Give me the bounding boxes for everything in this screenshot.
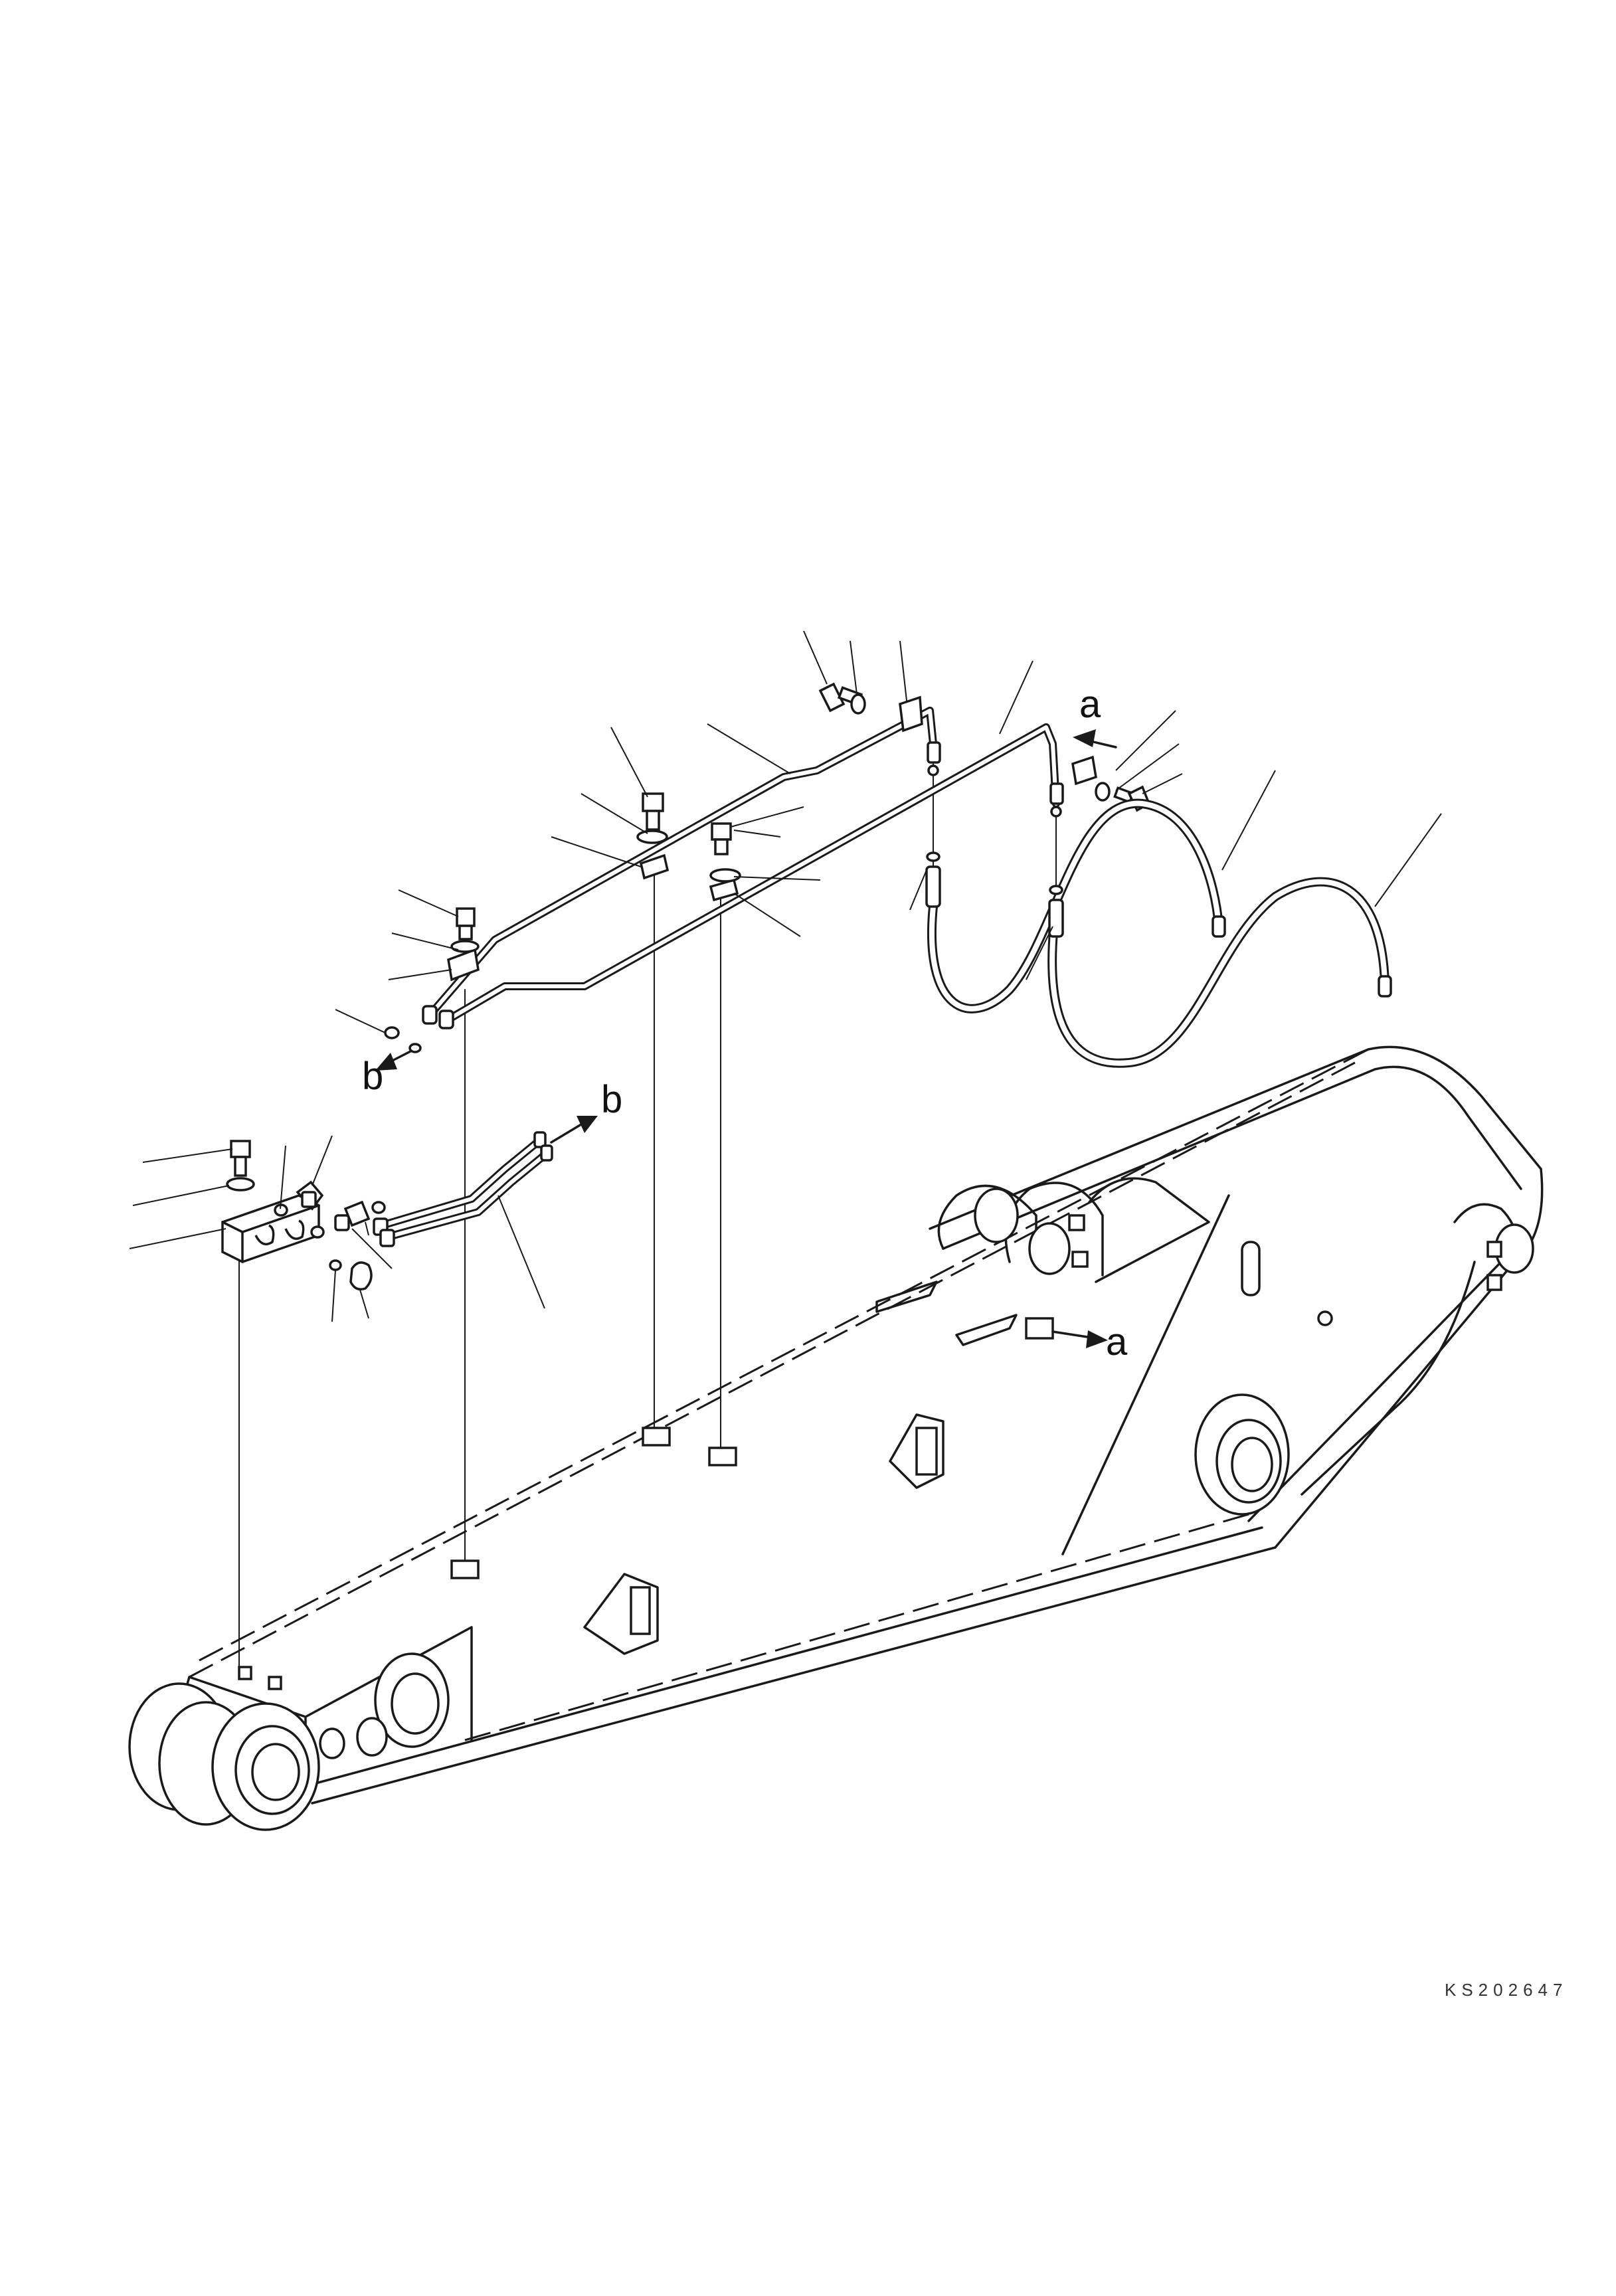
boom (128, 1045, 1544, 1831)
front-block (221, 1140, 386, 1290)
hose-2 (926, 851, 1392, 1068)
hose-1 (925, 798, 1226, 1014)
steel-pipe-lower (444, 723, 1060, 1023)
view-label-b-right: b (601, 1078, 622, 1121)
leader-lines (129, 630, 1442, 1322)
view-arrow-a-boom: a (1051, 1320, 1128, 1364)
bolts-and-washers (384, 682, 1151, 1053)
front-pipe-pair (373, 1131, 553, 1247)
view-arrow-a-top: a (1073, 683, 1117, 749)
view-arrow-b-left: b (362, 1050, 412, 1098)
view-label-b-left: b (362, 1055, 383, 1098)
view-arrow-b-right: b (550, 1078, 622, 1144)
view-label-a-top: a (1079, 683, 1101, 726)
drawing-code: KS202647 (1445, 1980, 1568, 2000)
view-label-a-boom: a (1106, 1320, 1128, 1364)
pipe-clamps (447, 695, 1097, 982)
pipe-fittings (422, 741, 1064, 1029)
steel-pipe-upper (428, 707, 937, 1017)
